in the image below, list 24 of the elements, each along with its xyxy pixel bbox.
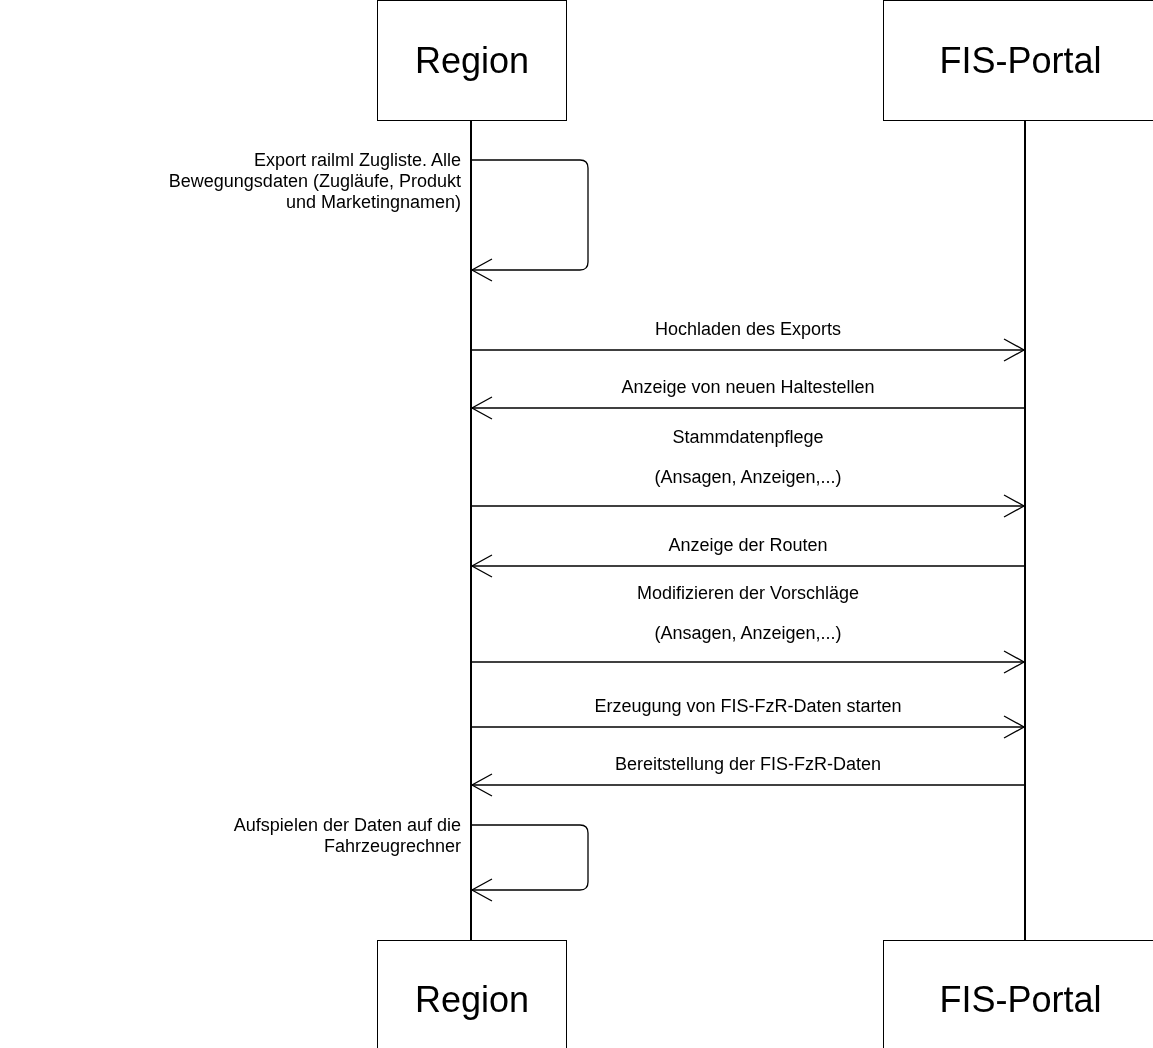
message-arrow [471, 396, 1025, 420]
participant-box: FIS-Portal [883, 940, 1153, 1048]
message-label: Anzeige von neuen Haltestellen [620, 377, 876, 398]
participant-box: Region [377, 940, 567, 1048]
self-message-arrow [471, 824, 589, 902]
message-label: Stammdatenpflege (Ansagen, Anzeigen,...) [653, 426, 843, 489]
message-arrow [471, 773, 1025, 797]
self-message-label: Aufspielen der Daten auf die Fahrzeugrechner [232, 815, 461, 857]
message-label: Anzeige der Routen [667, 535, 829, 556]
message-arrow [471, 715, 1025, 739]
message-arrow [471, 494, 1025, 518]
message-arrow [471, 554, 1025, 578]
message-arrow [471, 650, 1025, 674]
participant-box: Region [377, 0, 567, 121]
self-message-arrow [471, 159, 589, 282]
self-message-label: Export railml Zugliste. Alle Bewegungsdaten (Zugläufe, Produkt und Marketingnamen) [167, 150, 461, 213]
lifeline [1024, 121, 1026, 940]
message-arrow [471, 338, 1025, 362]
participant-box: FIS-Portal [883, 0, 1153, 121]
message-label: Hochladen des Exports [653, 319, 843, 340]
message-label: Bereitstellung der FIS-FzR-Daten [613, 754, 883, 775]
lifeline [470, 121, 472, 940]
message-label: Erzeugung von FIS-FzR-Daten starten [593, 696, 903, 717]
message-label: Modifizieren der Vorschläge (Ansagen, Anzeigen,...) [635, 582, 861, 645]
